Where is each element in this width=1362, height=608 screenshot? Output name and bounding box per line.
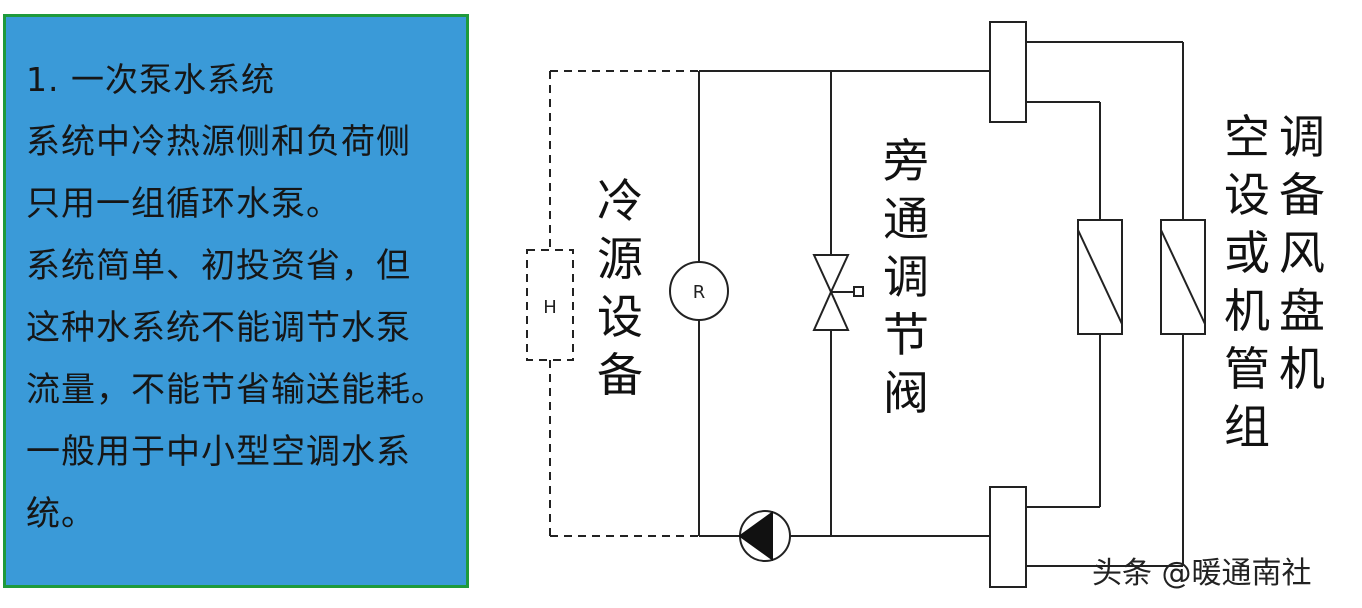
panel-line-4: 这种水系统不能调节水泵 <box>26 308 411 348</box>
watermark: 头条 @暖通南社 <box>1092 556 1312 591</box>
panel-line-2: 只用一组循环水泵。 <box>26 184 341 224</box>
header-icon <box>989 21 1027 588</box>
heater-dashed-loop <box>549 70 699 537</box>
panel-line-1: 系统中冷热源侧和负荷侧 <box>26 122 411 162</box>
pump-icon <box>738 510 791 562</box>
terminal-label-col2: 调备风盘机 <box>1279 110 1325 396</box>
panel-line-5: 流量，不能节省输送能耗。 <box>26 370 446 410</box>
panel-line-3: 系统简单、初投资省，但 <box>26 246 411 286</box>
text-panel: 1. 一次泵水系统 系统中冷热源侧和负荷侧 只用一组循环水泵。 系统简单、初投资… <box>3 14 469 588</box>
valve-icon <box>812 254 864 331</box>
panel-line-6: 一般用于中小型空调水系 <box>26 432 411 472</box>
terminal-label-col1: 空设或机管组 <box>1224 110 1270 454</box>
main-pipes <box>698 70 990 537</box>
chiller-symbol: R <box>693 282 706 303</box>
panel-line-7: 统。 <box>26 494 96 534</box>
heater-symbol: H <box>543 297 557 318</box>
chiller-label: 冷源设备 <box>597 174 643 402</box>
chiller-icon: R <box>669 261 729 321</box>
bypass-valve-label: 旁通调节阀 <box>883 134 929 420</box>
panel-heading: 1. 一次泵水系统 <box>26 60 275 99</box>
terminal-pipes <box>1026 41 1184 567</box>
panel-text: 1. 一次泵水系统 系统中冷热源侧和负荷侧 只用一组循环水泵。 系统简单、初投资… <box>26 49 446 545</box>
heater-icon: H <box>526 249 574 361</box>
coil-icon <box>1077 219 1206 335</box>
